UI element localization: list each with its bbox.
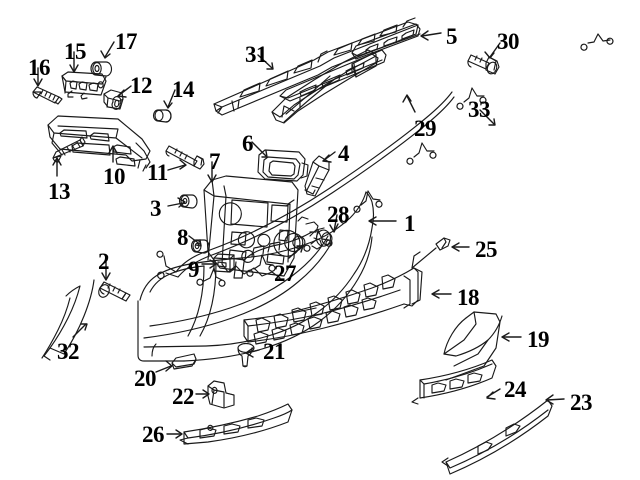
callout-label-3[interactable]: 3 <box>150 196 162 221</box>
part-23-lower-trim-strip <box>441 399 553 475</box>
part-16-screw-tapping-small <box>32 86 63 105</box>
callout-label-12[interactable]: 12 <box>130 73 153 98</box>
part-2-bolt-hex-flange <box>98 281 131 302</box>
callout-label-33[interactable]: 33 <box>468 97 491 122</box>
part-29-reinforcement-beam <box>271 49 379 124</box>
callout-label-2[interactable]: 2 <box>98 249 110 274</box>
callout-label-15[interactable]: 15 <box>64 39 87 64</box>
callout-label-7[interactable]: 7 <box>209 149 221 174</box>
callout-label-22[interactable]: 22 <box>172 384 195 409</box>
callout-label-6[interactable]: 6 <box>242 131 254 156</box>
callout-label-5[interactable]: 5 <box>446 24 458 49</box>
callout-label-18[interactable]: 18 <box>457 285 480 310</box>
part-28-sensor-cap-round <box>315 229 333 247</box>
callout-label-27[interactable]: 27 <box>274 261 297 286</box>
part-19-side-trim-corner <box>443 311 503 381</box>
callout-label-20[interactable]: 20 <box>134 366 157 391</box>
callout-label-23[interactable]: 23 <box>570 390 593 415</box>
part-33-wiring-harness-sensor <box>156 33 614 287</box>
callout-label-17[interactable]: 17 <box>115 29 138 54</box>
part-24-lower-valance-short <box>411 359 497 405</box>
callout-label-29[interactable]: 29 <box>414 116 437 141</box>
part-4-bracket-strip <box>304 155 330 197</box>
part-14-plug-round <box>152 109 172 123</box>
callout-label-32[interactable]: 32 <box>57 339 80 364</box>
callout-leader-lines <box>33 30 565 439</box>
callout-label-31[interactable]: 31 <box>245 42 268 67</box>
part-20-spacer-block <box>171 353 197 370</box>
part-32-side-molding-curved <box>41 279 95 361</box>
callout-label-9[interactable]: 9 <box>188 257 200 282</box>
part-12-nut-clip-u <box>103 89 124 110</box>
part-10-bracket-energy-absorber <box>47 115 151 172</box>
callout-label-1[interactable]: 1 <box>404 211 416 236</box>
part-6-sensor-bezel-oval <box>257 149 309 182</box>
part-30-bolt-flange-large <box>467 54 500 75</box>
callout-label-14[interactable]: 14 <box>172 77 195 102</box>
callout-label-8[interactable]: 8 <box>177 225 189 250</box>
callout-label-10[interactable]: 10 <box>103 164 126 189</box>
part-25-pin-clip-arrow <box>411 237 451 269</box>
callout-label-16[interactable]: 16 <box>28 55 51 80</box>
part-1-bumper-cover-rear <box>137 191 375 362</box>
part-26-lower-molding-left <box>179 403 293 445</box>
part-31-upper-panel-rail <box>213 17 419 116</box>
part-8-grommet-plug-small <box>190 239 210 254</box>
part-3-grommet-plug <box>178 194 198 209</box>
part-21-push-pin-rivet <box>237 342 255 368</box>
part-18-impact-bar-absorber <box>243 251 423 345</box>
part-15-bracket-slotted-plate <box>61 71 107 100</box>
callout-label-21[interactable]: 21 <box>263 339 286 364</box>
part-22-bracket-angle-small <box>207 380 235 409</box>
callout-label-13[interactable]: 13 <box>48 179 71 204</box>
part-5-reinforcement-upper-rail <box>351 23 421 60</box>
callout-label-4[interactable]: 4 <box>338 141 350 166</box>
callout-label-24[interactable]: 24 <box>504 377 527 402</box>
callout-label-25[interactable]: 25 <box>475 237 498 262</box>
callout-label-11[interactable]: 11 <box>147 160 168 185</box>
callout-label-26[interactable]: 26 <box>142 422 165 447</box>
part-17-bushing-spacer <box>90 61 113 77</box>
part-11-bolt-long-hex <box>165 145 205 170</box>
callout-label-28[interactable]: 28 <box>327 202 350 227</box>
callout-label-30[interactable]: 30 <box>497 29 520 54</box>
callout-label-19[interactable]: 19 <box>527 327 550 352</box>
